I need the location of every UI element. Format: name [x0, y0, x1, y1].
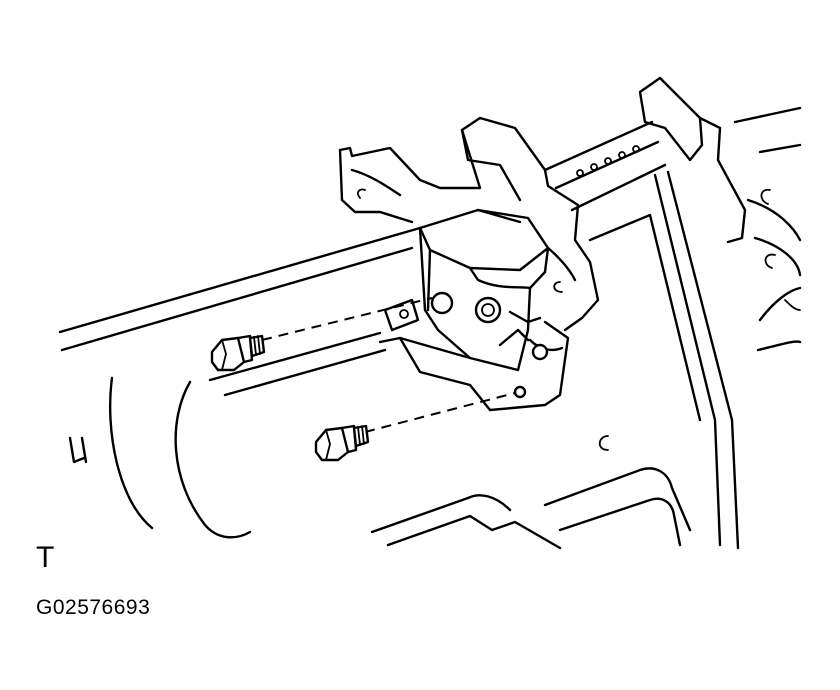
lock-assembly [338, 116, 600, 412]
bolt-upper [210, 334, 266, 372]
torque-symbol: T [36, 541, 55, 574]
bolt-lower [314, 424, 370, 462]
body-panel [58, 76, 802, 550]
figure-code: G02576693 [36, 596, 151, 619]
installation-guide-lines [261, 297, 516, 433]
